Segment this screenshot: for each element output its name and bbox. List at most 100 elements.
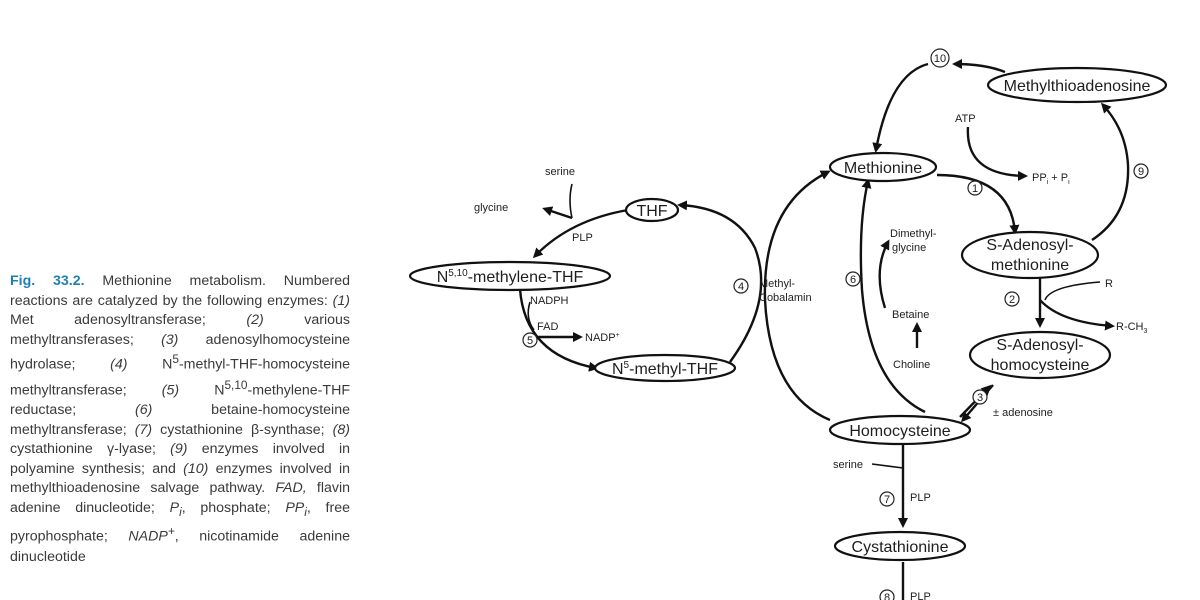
enzyme-1-marker: 1 (967, 180, 983, 196)
caption-enzyme-4b: -methyl-THF-homocysteine methyltransfera… (10, 357, 351, 399)
label-p-sub: i (1068, 179, 1070, 186)
enzyme-4-label: 4 (738, 281, 744, 293)
label-serine-top: serine (545, 166, 575, 178)
caption-title: Methionine metabolism. Numbered reaction… (10, 273, 350, 309)
arrow-enzyme10-to-methionine (872, 62, 929, 153)
side-labels: ATP PPi + Pi serine glycine PLP NADPH FA… (474, 113, 1148, 600)
caption-pi-sub: i (179, 504, 182, 519)
label-pp: PP (1032, 172, 1047, 184)
arrow-homocysteine-to-methionine-outer (763, 170, 831, 422)
caption-enzyme-6: betaine-homocysteine methyltransferase; (10, 402, 350, 438)
caption-nadp-abbrev: NADP (128, 529, 168, 546)
caption-enzyme-3-number: (3) (161, 331, 179, 348)
arrow-sam-to-mta (1091, 102, 1130, 242)
caption-enzyme-8-number: (8) (332, 421, 350, 438)
label-nadph: NADPH (530, 295, 569, 307)
caption-enzyme-4-number: (4) (110, 357, 128, 374)
enzyme-5-marker: 5 (522, 332, 538, 348)
caption-ppi-sub: i (304, 504, 307, 519)
label-betaine: Betaine (892, 309, 929, 321)
arrow-homocysteine-to-methionine-inner (859, 178, 926, 414)
caption-fad-abbrev: FAD, (275, 480, 307, 497)
enzyme-1-label: 1 (972, 183, 978, 195)
node-homocysteine: Homocysteine (828, 414, 972, 446)
label-plp-7: PLP (910, 492, 931, 504)
arrow-serine-input (569, 183, 573, 219)
caption-enzyme-5-sup: 5,10 (224, 377, 248, 392)
enzyme-10-marker: 10 (930, 48, 950, 68)
label-plp-8: PLP (910, 591, 931, 600)
enzyme-3-marker: 3 (972, 389, 988, 405)
label-methylene-thf-sup: 5,10 (448, 268, 468, 279)
arrow-methionine-to-sam (936, 173, 1020, 235)
arrow-methylthf-to-thf (677, 200, 763, 363)
enzyme-4-marker: 4 (733, 278, 749, 294)
node-s-adenosylhomocysteine: S-Adenosyl- homocysteine (968, 330, 1112, 380)
label-sah-line2: homocysteine (991, 357, 1090, 374)
arrow-thf-to-methylenethf (532, 208, 629, 259)
figure-caption: Fig. 33.2. Methionine metabolism. Number… (10, 272, 350, 567)
label-plp-thf: PLP (572, 232, 593, 244)
label-r-ch3: R-CH3 (1116, 321, 1148, 335)
caption-enzyme-10: enzymes involved in methylthioadenosine … (10, 460, 350, 497)
node-methyl-thf: N5-methyl-THF (593, 353, 737, 383)
enzyme-8-label: 8 (884, 592, 890, 600)
label-cystathionine: Cystathionine (852, 539, 949, 556)
caption-enzyme-3: adenosylhomocysteine hydrolase; (10, 331, 350, 374)
caption-enzyme-4-sup: 5 (172, 352, 179, 367)
arrow-methylenethf-to-methylthf (518, 288, 599, 372)
label-methylcobalamin-line2: Cobalamin (759, 292, 812, 304)
label-atp: ATP (955, 113, 976, 125)
label-pp-sub: i (1047, 179, 1049, 186)
label-dimethylglycine-line1: Dimethyl- (890, 228, 937, 240)
label-choline: Choline (893, 359, 930, 371)
caption-enzyme-2-number: (2) (246, 312, 264, 329)
arrow-to-rch3 (1039, 299, 1115, 331)
caption-ppi-abbrev: PP (285, 500, 305, 516)
arrow-nadph-input (527, 301, 535, 331)
label-serine-bottom: serine (833, 459, 863, 471)
caption-enzyme-5b: -methylene-THF reductase; (10, 382, 350, 419)
caption-enzyme-1: Met adenosyltransferase; (10, 312, 247, 329)
enzyme-6-label: 6 (850, 274, 856, 286)
figure-label: Fig. 33.2. (10, 273, 85, 289)
arrow-serine-join (871, 463, 904, 469)
arrow-mta-to-enzyme10 (952, 59, 1006, 74)
label-rch: R-CH (1116, 321, 1144, 333)
caption-nadp-definition: , nicotinamide adenine dinucleotide (10, 529, 350, 565)
arrow-r-branch (1044, 281, 1101, 301)
label-nadp-text: NADP (585, 332, 616, 344)
label-methyl-thf: N5-methyl-THF (612, 360, 718, 378)
enzyme-8-marker: 8 (879, 589, 895, 600)
caption-ppi-definition: , free pyrophosphate; (10, 500, 350, 546)
caption-enzyme-10-number: (10) (183, 460, 209, 477)
caption-fad-definition: flavin adenine dinucleotide; (10, 480, 350, 516)
enzyme-7-label: 7 (884, 494, 890, 506)
caption-enzyme-5a: N (179, 382, 225, 399)
label-methionine: Methionine (844, 160, 922, 177)
node-thf: THF (624, 197, 680, 223)
enzyme-7-marker: 7 (879, 491, 895, 507)
enzyme-9-marker: 9 (1133, 163, 1149, 179)
node-methylthioadenosine: Methylthioadenosine (986, 66, 1168, 104)
enzyme-5-label: 5 (527, 335, 533, 347)
arrow-to-glycine (542, 206, 573, 220)
label-nadp-sup: + (616, 332, 620, 339)
label-methylene-thf-pre: N (437, 269, 449, 286)
label-methylene-thf-post: -methylene-THF (468, 269, 584, 286)
label-methylthioadenosine: Methylthioadenosine (1004, 78, 1151, 95)
caption-enzyme-9-number: (9) (170, 441, 188, 458)
enzyme-numbers: 1 2 3 4 5 6 7 8 (522, 48, 1149, 600)
label-r: R (1105, 278, 1113, 290)
node-methylene-thf: N5,10-methylene-THF (408, 260, 612, 292)
label-adenosine: ± adenosine (993, 407, 1053, 419)
caption-enzyme-4a: N (127, 357, 173, 374)
node-methionine: Methionine (828, 151, 938, 183)
caption-enzyme-2: various methyltransferases; (10, 312, 350, 348)
caption-enzyme-1-number: (1) (332, 292, 350, 309)
caption-enzyme-7: cystathionine β-synthase; (152, 421, 333, 438)
label-methyl-thf-pre: N (612, 361, 624, 378)
label-sam-line2: methionine (991, 257, 1069, 274)
label-sah-line1: S-Adenosyl- (996, 337, 1083, 354)
